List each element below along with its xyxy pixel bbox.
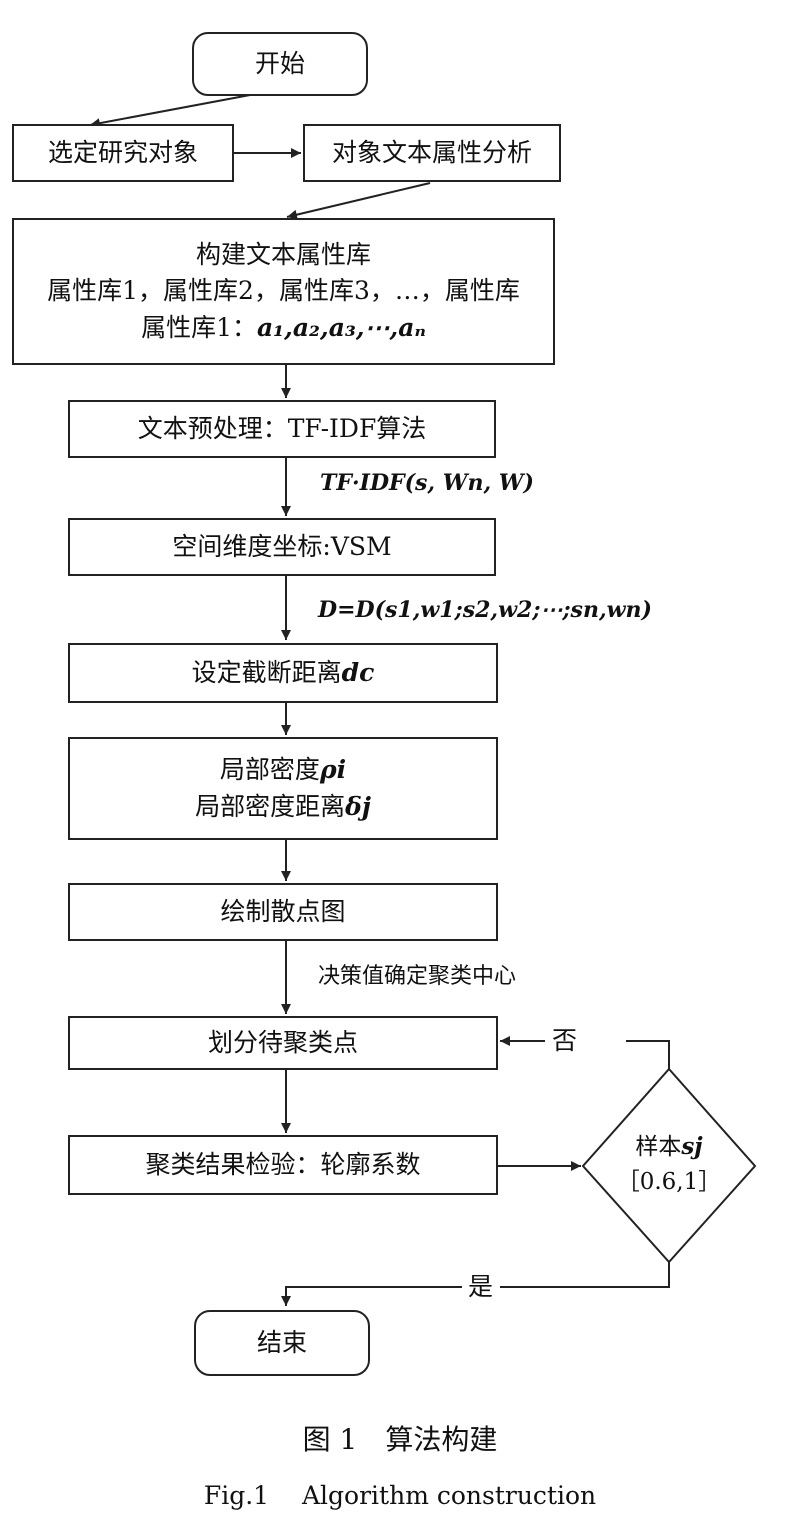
density-text: 局部密度: [219, 755, 320, 785]
build-library-node: 构建文本属性库 属性库1，属性库2，属性库3，…，属性库 属性库1：a₁,a₂,…: [12, 218, 555, 365]
build-library-attributes: 属性库1：a₁,a₂,a₃,⋯,aₙ: [141, 310, 426, 346]
figure-caption-zh: 图 1 算法构建: [302, 1423, 498, 1456]
yes-edge-label: 是: [468, 1272, 494, 1301]
decision-math: sj: [681, 1133, 703, 1160]
build-library-attributes-prefix: 属性库1：: [141, 312, 257, 342]
decision-range: ［0.6,1］: [616, 1168, 722, 1195]
arrow-decision-no-loop: [626, 1040, 670, 1069]
arrow-start-to-select: [89, 94, 251, 129]
verify-label: 聚类结果检验：轮廓系数: [145, 1149, 421, 1179]
cutoff-text: 设定截断距离: [191, 657, 342, 687]
cutoff-node: 设定截断距离dc: [68, 643, 498, 703]
density-line-1: 局部密度ρi: [220, 752, 346, 788]
build-library-title: 构建文本属性库: [195, 240, 371, 270]
end-node: 结束: [194, 1310, 370, 1376]
vector-edge-label: D=D(s1,w1;s2,w2;⋯;sn,wn): [318, 597, 652, 623]
decide-center-edge-label: 决策值确定聚类中心: [318, 964, 517, 989]
analyze-attributes-label: 对象文本属性分析: [331, 137, 532, 167]
scatter-node: 绘制散点图: [68, 883, 498, 941]
start-node: 开始: [192, 32, 368, 96]
vsm-node: 空间维度坐标:VSM: [68, 518, 496, 576]
no-edge-label: 否: [552, 1026, 578, 1055]
cutoff-label: 设定截断距离dc: [192, 655, 375, 691]
density-distance-text: 局部密度距离: [195, 791, 346, 821]
build-library-attributes-math: a₁,a₂,a₃,⋯,aₙ: [256, 312, 426, 342]
divide-node: 划分待聚类点: [68, 1016, 498, 1070]
arrow-yes-to-end: [281, 1286, 462, 1306]
scatter-label: 绘制散点图: [220, 896, 346, 926]
density-node: 局部密度ρi 局部密度距离δj: [68, 737, 498, 840]
select-object-node: 选定研究对象: [12, 124, 234, 182]
decision-diamond: [581, 1067, 757, 1264]
density-math: ρi: [319, 755, 347, 785]
arrow-analyze-to-library: [286, 182, 431, 220]
build-library-list: 属性库1，属性库2，属性库3，…，属性库: [47, 276, 520, 306]
vsm-label: 空间维度坐标:VSM: [172, 531, 392, 561]
decision-label: 样本sj ［0.6,1］: [600, 1130, 738, 1199]
end-label: 结束: [256, 1327, 307, 1357]
figure-caption-en: Fig.1 Algorithm construction: [203, 1481, 597, 1510]
decision-text: 样本: [635, 1134, 682, 1160]
decision-line-1: 样本sj: [600, 1130, 738, 1165]
density-line-2: 局部密度距离δj: [195, 789, 371, 825]
verify-node: 聚类结果检验：轮廓系数: [68, 1135, 498, 1195]
tfidf-edge-label: TF·IDF(s, Wn, W): [320, 470, 534, 496]
cutoff-math: dc: [341, 657, 375, 687]
analyze-attributes-node: 对象文本属性分析: [303, 124, 561, 182]
preprocess-label: 文本预处理：TF-IDF算法: [137, 413, 427, 443]
preprocess-node: 文本预处理：TF-IDF算法: [68, 400, 496, 458]
density-distance-math: δj: [345, 791, 371, 821]
start-label: 开始: [254, 48, 305, 78]
select-object-label: 选定研究对象: [47, 137, 198, 167]
divide-label: 划分待聚类点: [207, 1027, 358, 1057]
arrow-decision-yes-line: [500, 1262, 670, 1288]
